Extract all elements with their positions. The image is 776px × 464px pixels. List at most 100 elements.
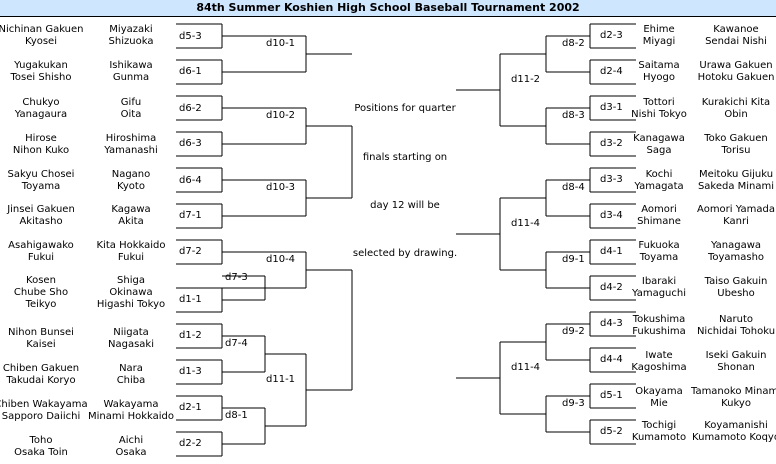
game-label: d9-1 <box>562 254 585 265</box>
team-name: Gifu <box>120 97 142 108</box>
team-name: Oita <box>120 109 142 120</box>
team-name: Jinsei Gakuen <box>7 204 75 215</box>
game-label: d4-1 <box>600 246 623 257</box>
team-name: Iseki Gakuin <box>705 350 767 361</box>
team-name: Niigata <box>113 327 149 338</box>
team-name: Teikyo <box>25 299 57 310</box>
team-name: Chukyo <box>22 97 60 108</box>
team-name: Ubesho <box>717 288 755 299</box>
team-name: Takudai Koryo <box>6 375 76 386</box>
team-name: Fukui <box>27 252 55 263</box>
team-name: Tottori <box>643 97 675 108</box>
team-name: Kumamoto Koqyo <box>692 432 776 443</box>
team-name: Nihon Kuko <box>12 145 70 156</box>
team-name: Kanri <box>723 216 749 227</box>
team-name: Yamagata <box>634 181 684 192</box>
note-line-2: finals starting on <box>362 152 448 163</box>
team-name: Okayama <box>635 386 683 397</box>
game-label: d10-1 <box>266 38 296 49</box>
team-name: Tochigi <box>641 420 677 431</box>
team-name: Shiga <box>117 275 145 286</box>
note-line-4: selected by drawing. <box>352 248 458 259</box>
team-name: Nagasaki <box>108 339 154 350</box>
team-name: Nishi Tokyo <box>631 109 687 120</box>
game-label: d10-3 <box>266 182 296 193</box>
note-line-3: day 12 will be <box>370 200 440 211</box>
team-name: Kukyo <box>721 398 751 409</box>
team-name: Urawa Gakuen <box>699 60 773 71</box>
game-label: d9-2 <box>562 326 585 337</box>
game-label: d6-2 <box>179 103 202 114</box>
game-label: d4-4 <box>600 354 623 365</box>
team-name: Hiroshima <box>105 133 157 144</box>
team-name: Shizuoka <box>108 36 154 47</box>
team-name: Gunma <box>112 72 150 83</box>
team-name: Miyazaki <box>109 24 153 35</box>
game-label: d8-4 <box>562 182 585 193</box>
team-name: Toho <box>29 435 53 446</box>
team-name: Chiba <box>116 375 146 386</box>
team-name: Nagano <box>111 169 151 180</box>
game-label: d7-1 <box>179 210 202 221</box>
game-label: d2-2 <box>179 438 202 449</box>
team-name: Kumamoto <box>631 432 687 443</box>
team-name: Sakeda Minami <box>697 181 775 192</box>
game-label: d10-4 <box>266 254 296 265</box>
team-name: Obin <box>724 109 748 120</box>
team-name: Toyamasho <box>707 252 765 263</box>
team-name: Chiben Gakuen <box>2 363 80 374</box>
team-name: Ehime <box>643 24 675 35</box>
team-name: Yamaguchi <box>631 288 687 299</box>
game-label: d11-4 <box>511 362 541 373</box>
game-label: d4-2 <box>600 282 623 293</box>
game-label: d11-4 <box>511 218 541 229</box>
game-label: d6-3 <box>179 138 202 149</box>
game-label: d6-4 <box>179 175 202 186</box>
team-name: Chiben Wakayama <box>0 399 88 410</box>
team-name: Kagoshima <box>631 362 687 373</box>
team-name: Fukui <box>117 252 145 263</box>
team-name: Chube Sho <box>13 287 69 298</box>
team-name: Osaka Toin <box>14 447 68 458</box>
game-label: d8-3 <box>562 110 585 121</box>
team-name: Kaisei <box>26 339 56 350</box>
team-name: Kurakichi Kita <box>701 97 771 108</box>
team-name: Wakayama <box>103 399 159 410</box>
team-name: Meitoku Gijuku <box>698 169 774 180</box>
team-name: Miyagi <box>642 36 676 47</box>
game-label: d2-1 <box>179 402 202 413</box>
game-label: d5-3 <box>179 31 202 42</box>
team-name: Tosei Shisho <box>10 72 72 83</box>
team-name: Okinawa <box>109 287 153 298</box>
game-label: d1-3 <box>179 366 202 377</box>
team-name: Hyogo <box>642 72 676 83</box>
